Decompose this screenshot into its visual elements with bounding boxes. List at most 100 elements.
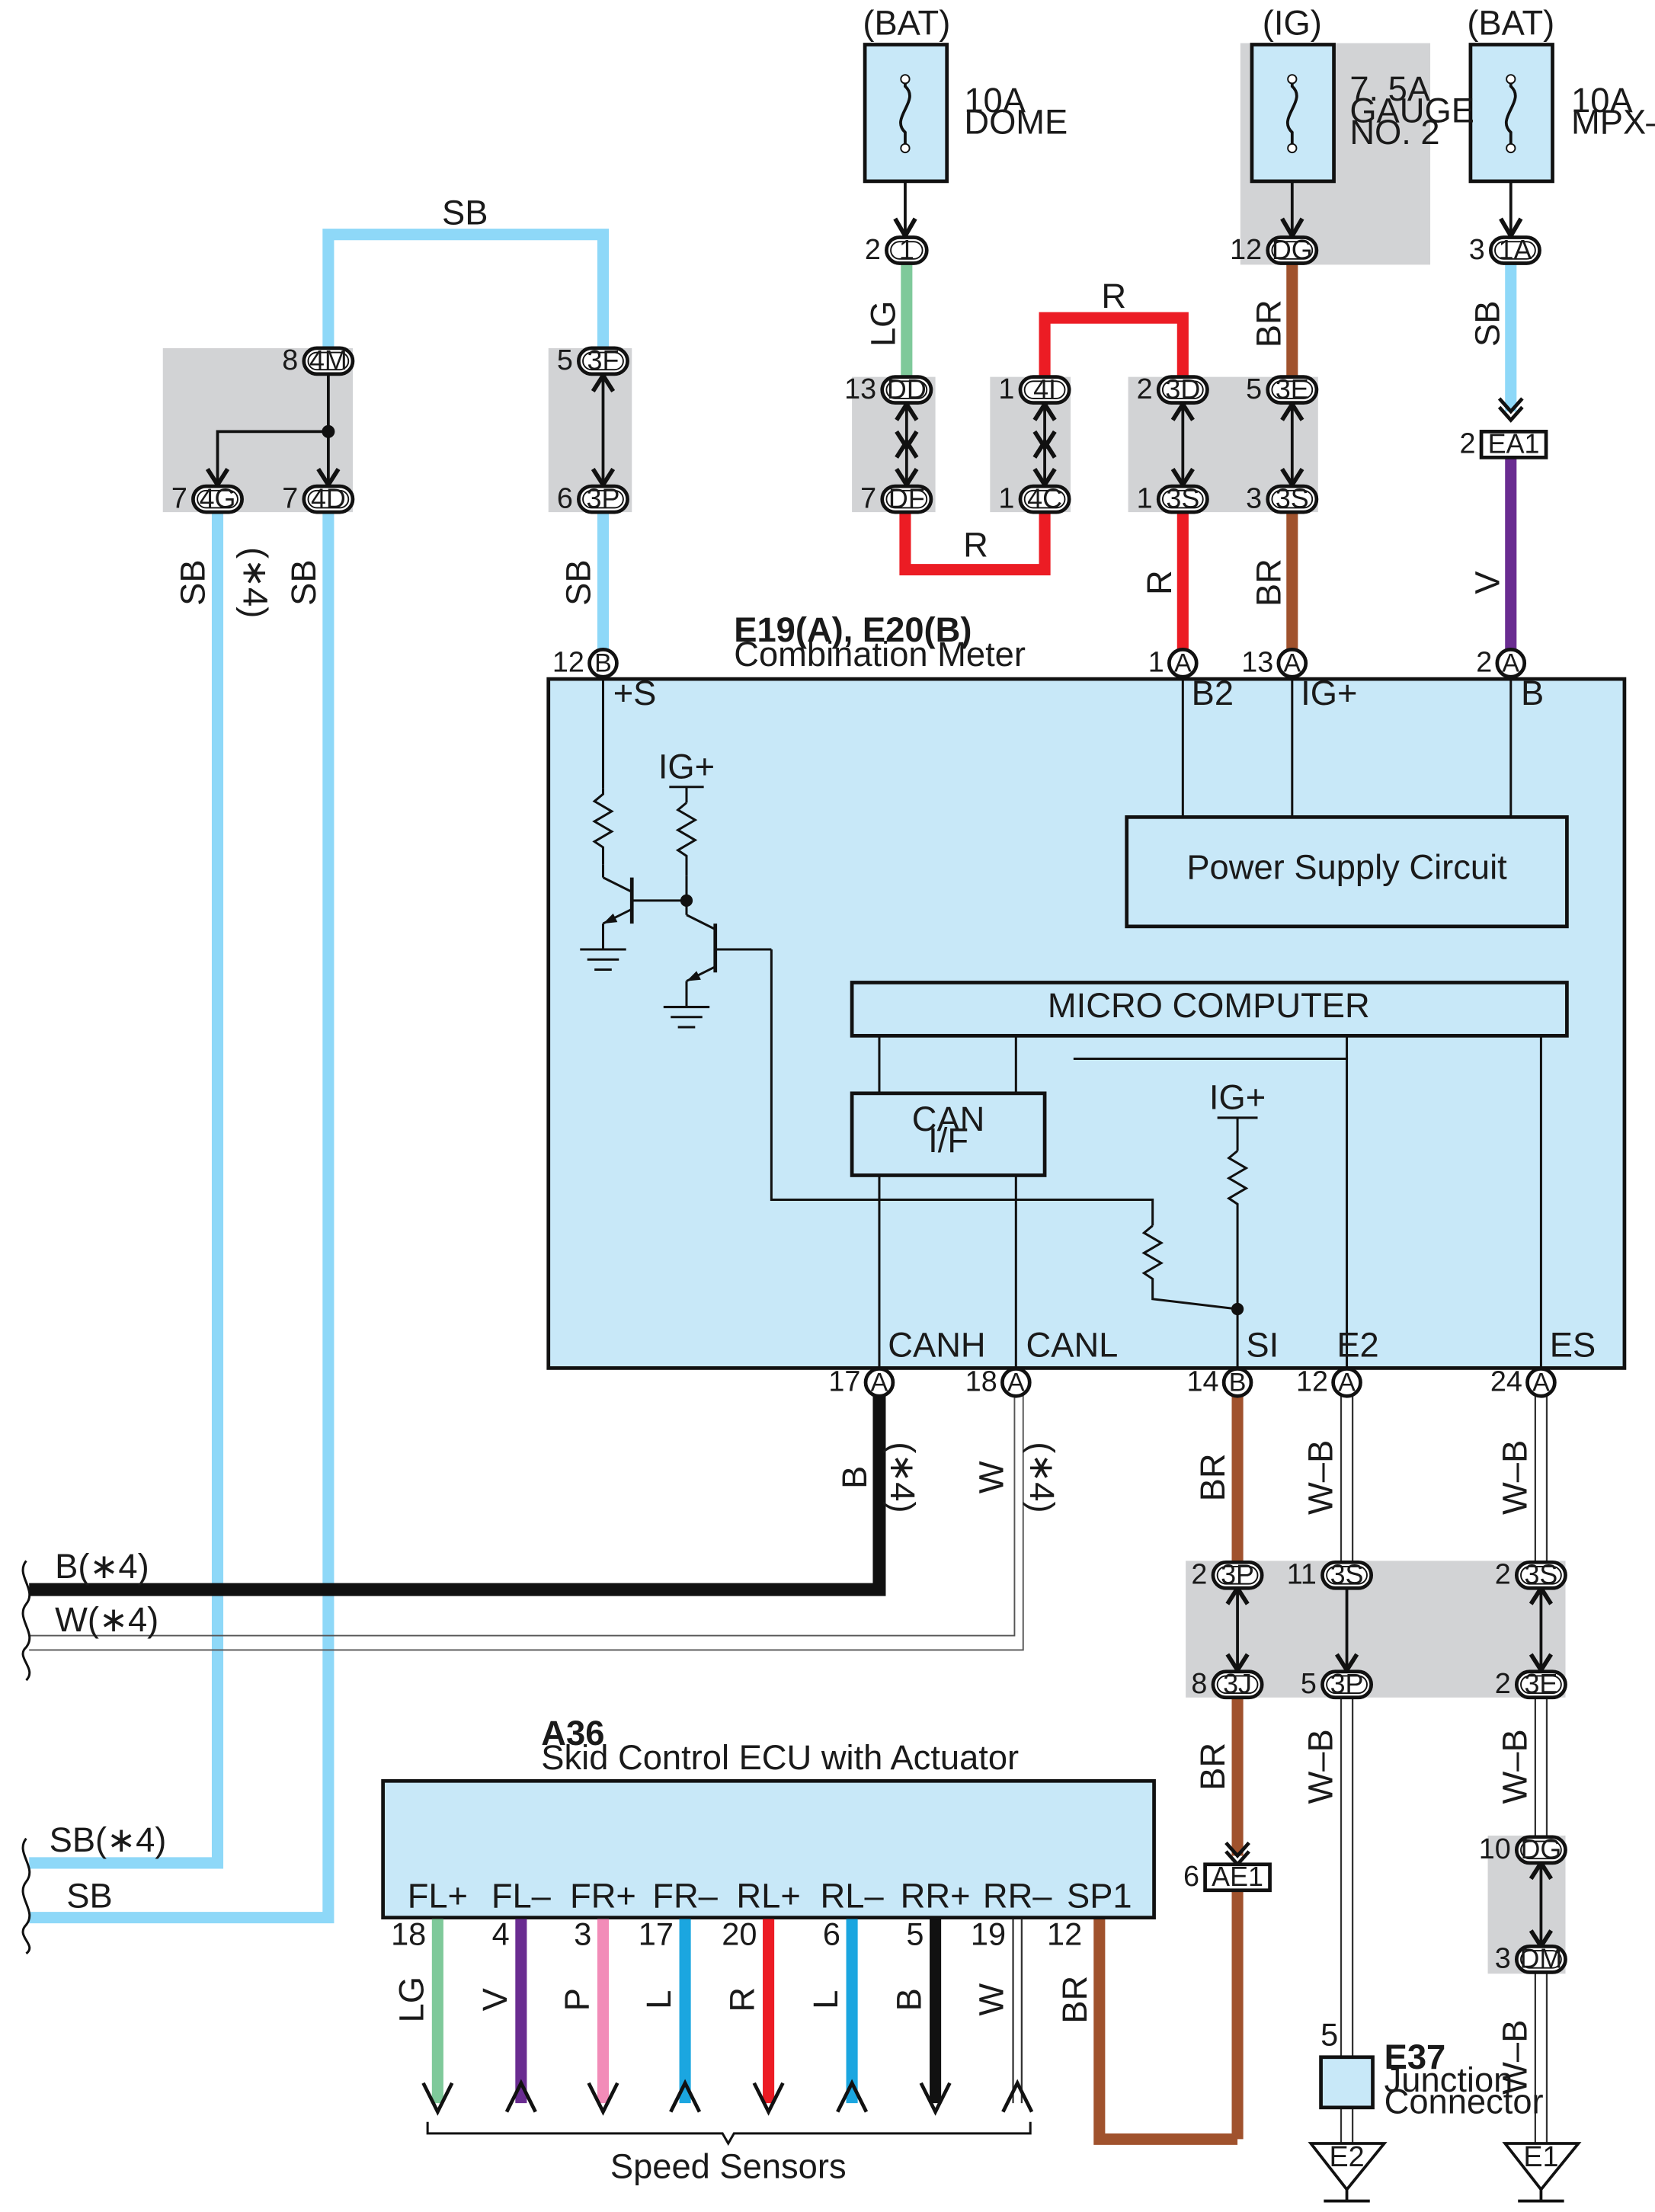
wire-w-canl-a: [29, 1395, 1016, 1637]
fuse-dome-name: DOME: [964, 103, 1068, 142]
connector-label: A: [871, 1368, 888, 1397]
left-edge-w: W(∗4): [55, 1600, 158, 1639]
speed-sensors-label: Speed Sensors: [610, 2146, 847, 2185]
connector-label: 3S: [1524, 1560, 1557, 1590]
connector-b14: B 14: [1187, 1365, 1253, 1398]
connector-3s_a: 3S1: [1137, 482, 1209, 514]
pin-number: 7: [860, 482, 876, 514]
meter-term-b: B: [1521, 674, 1544, 712]
ecu-pin-sp1: 12: [1047, 1916, 1082, 1952]
ecu-term-sp1: SP1: [1067, 1876, 1132, 1915]
wire-label-br-si: BR: [1193, 1453, 1232, 1501]
fuse-gauge-box: [1250, 43, 1336, 184]
resistor-icon: [592, 788, 614, 865]
connector-label: 1A: [1499, 235, 1532, 265]
wire-label-wb-lower: W–B: [1301, 1729, 1340, 1804]
wires: [29, 229, 1548, 2145]
connector-3s_d: 3S2: [1495, 1558, 1567, 1590]
connector-3f: 3F5: [557, 344, 629, 376]
junction-and-grounds: [1308, 2055, 1582, 2212]
pin-e37: 5: [1320, 2017, 1338, 2053]
wire-label-b: B: [835, 1466, 874, 1489]
connector-3d: 3D2: [1137, 373, 1209, 405]
ecu-terminal-8: RR–19W: [971, 1876, 1052, 2113]
connector-dm: DM3: [1495, 1942, 1567, 1974]
resistor-icon: [675, 802, 698, 876]
ecu-terminal-pin: 20: [722, 1916, 757, 1952]
wire-b-canh: [29, 1395, 886, 1596]
meter-term-canh: CANH: [888, 1325, 985, 1364]
can-if-box: [850, 1091, 1047, 1177]
fuse-mpxb-name: MPX–B: [1571, 103, 1655, 142]
arrow-up-icon: [836, 2079, 869, 2113]
pin-number: 8: [282, 344, 298, 376]
fuses: [863, 43, 1554, 241]
left-edge-b: B(∗4): [55, 1547, 149, 1586]
connector-3p_b: 3P2: [1191, 1558, 1264, 1590]
ecu-terminal-wire: LG: [392, 1977, 431, 2022]
pin-number: 1: [998, 482, 1014, 514]
wire-w-canl-b: [29, 1395, 1024, 1651]
connector-label: EA1: [1488, 429, 1540, 459]
wire-label-sb-3p: SB: [559, 559, 597, 605]
arrow-down-icon: [752, 2082, 785, 2116]
meter-term-ig: IG+: [1301, 674, 1357, 712]
connector-1a: 1A3: [1469, 233, 1541, 265]
wire-label-sb-right: SB: [1468, 301, 1507, 347]
ecu-terminal-3: FR+3P: [558, 1876, 636, 2116]
connector-label: B: [1229, 1368, 1247, 1397]
chevron-down-icon: [1497, 397, 1524, 423]
connector-label: A: [1283, 649, 1301, 678]
wire-label-r-meter: R: [1140, 570, 1179, 595]
meter-name: Combination Meter: [734, 635, 1026, 674]
pin-number: 10: [1479, 1833, 1511, 1865]
connector-4c: 4C1: [998, 482, 1071, 514]
micro-computer-label: MICRO COMPUTER: [1048, 986, 1370, 1025]
ecu-terminal-name: FR+: [570, 1876, 636, 1915]
meter-ig-right: IG+: [1209, 1078, 1266, 1117]
connector-b12: B12: [552, 646, 619, 679]
arrow-down-icon: [587, 2082, 619, 2116]
fuse-mpxb: [1468, 43, 1554, 241]
fuse-symbol-icon: [1286, 75, 1298, 153]
connector-label: DG: [1521, 1834, 1562, 1865]
pin-number: 5: [557, 344, 573, 376]
fuse-gauge: [1250, 43, 1336, 241]
connector-label: 4I: [1033, 374, 1056, 405]
connector-label: 3P: [1330, 1669, 1364, 1699]
ecu-terminal-pin: 17: [639, 1916, 674, 1952]
wire-label-wb-es: W–B: [1496, 1440, 1535, 1515]
ecu-terminal-pin: 18: [391, 1916, 426, 1952]
fuse-symbol-icon: [899, 75, 911, 153]
ecu-terminal-name: RL–: [821, 1876, 885, 1915]
ecu-name: Skid Control ECU with Actuator: [541, 1738, 1019, 1777]
connector-a18: A18: [965, 1365, 1032, 1398]
e37-junction-box: [1319, 2055, 1375, 2110]
wire-label-star4-w: (∗4): [1023, 1442, 1061, 1513]
wire-label-r-loop: R: [963, 526, 988, 565]
wire-label-sb-4g: SB: [174, 559, 213, 605]
connector-label: DF: [888, 483, 925, 514]
connector-a13: A13: [1241, 646, 1308, 679]
ecu-terminal-4: FR–17L: [639, 1876, 719, 2113]
pin-number: 14: [1187, 1365, 1219, 1397]
connector-4g: 4G7: [171, 482, 244, 514]
connector-label: 3E: [1524, 1669, 1557, 1699]
connector-a12: A12: [1296, 1365, 1362, 1398]
connector-3p_a: 3P6: [557, 482, 629, 514]
pin-number: 8: [1191, 1667, 1207, 1699]
connector-a1: A1: [1148, 646, 1199, 679]
fuse-mpxb-rating: 10A: [1571, 81, 1633, 120]
wire-label-wb-es-lower: W–B: [1496, 1729, 1535, 1804]
wire-label-r-top: R: [1101, 277, 1126, 315]
ecu-terminal-name: RL+: [736, 1876, 800, 1915]
ecu-terminal-pin: 3: [574, 1916, 591, 1952]
arrow-up-icon: [669, 2079, 702, 2113]
ecu-terminal-name: RR–: [983, 1876, 1052, 1915]
connector-a17: A17: [828, 1365, 895, 1398]
wire-wb-es: [1534, 1395, 1548, 2144]
